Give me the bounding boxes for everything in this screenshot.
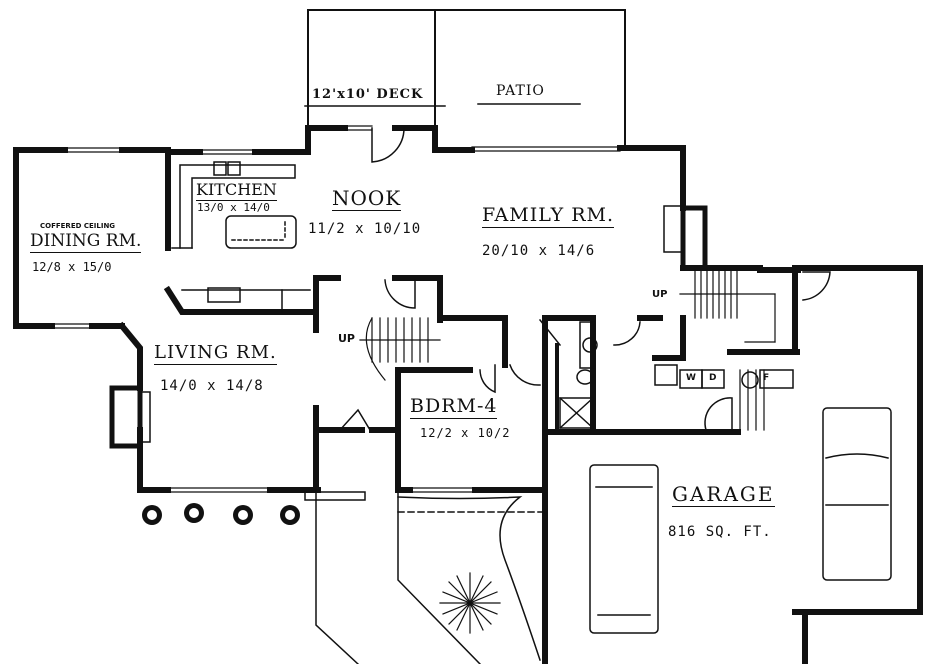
freezer-label: F [763, 373, 770, 383]
patio-label: PATIO [496, 83, 545, 99]
nook-size: 11/2 x 10/10 [308, 221, 422, 237]
nook-label: NOOK [332, 186, 402, 211]
washer-label: W [686, 373, 696, 383]
bedroom-4-size: 12/2 x 10/2 [420, 426, 511, 440]
kitchen-fixtures [171, 161, 311, 313]
dining-room-size: 12/8 x 15/0 [32, 260, 112, 274]
windows [51, 125, 621, 493]
garage-size: 816 SQ. FT. [668, 524, 772, 540]
stairs [359, 269, 776, 431]
dining-room-label: DINING RM. [30, 231, 142, 253]
stairs-up-label-west: UP [338, 332, 355, 345]
kitchen-size: 13/0 x 14/0 [197, 201, 270, 214]
deck-label: 12'x10' DECK [312, 87, 424, 102]
doors [338, 127, 831, 432]
living-room-size: 14/0 x 14/8 [160, 378, 264, 394]
tree-icon [439, 572, 501, 634]
bathroom-fixtures [558, 321, 598, 430]
family-room-label: FAMILY RM. [482, 204, 614, 228]
garage-label: GARAGE [672, 482, 775, 507]
walkway [304, 489, 546, 664]
laundry-fixtures [654, 364, 794, 389]
living-room-label: LIVING RM. [154, 342, 277, 365]
bedroom-4-label: BDRM-4 [410, 395, 498, 419]
kitchen-label: KITCHEN [196, 180, 277, 201]
shrub-icons [142, 503, 300, 525]
stairs-up-label-east: UP [652, 289, 668, 300]
fireplaces [109, 205, 685, 449]
dryer-label: D [709, 373, 717, 383]
family-room-size: 20/10 x 14/6 [482, 243, 596, 259]
dining-note: COFFERED CEILING [40, 222, 116, 230]
deck-outline [304, 9, 626, 149]
garage-cars [589, 407, 892, 634]
